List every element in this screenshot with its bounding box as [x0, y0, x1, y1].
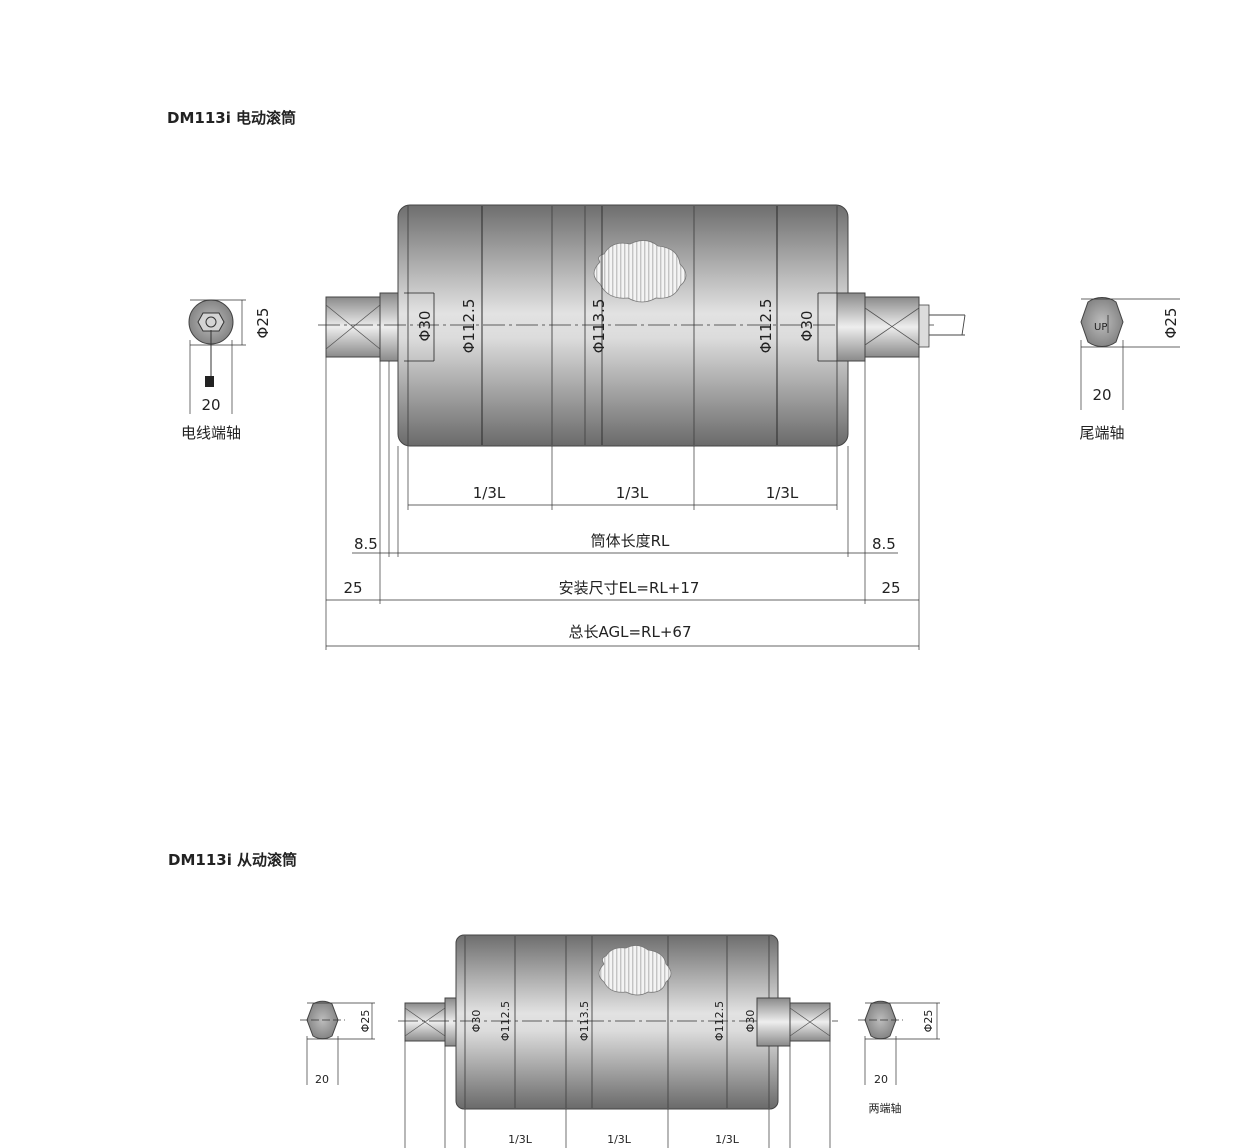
right-shaft-caption: 尾端轴 — [1079, 424, 1124, 442]
right-shaft-width: 20 — [1092, 386, 1111, 404]
third-2: 1/3L — [616, 484, 649, 502]
idler-cutaway — [598, 945, 672, 996]
idler-dia-right-hub: Φ30 — [744, 1010, 757, 1033]
idler-left-end-view: Φ25 20 — [300, 1000, 375, 1086]
agl-label: 总长AGL=RL+67 — [569, 623, 692, 641]
section-title-idler: DM113i 从动滚筒 — [168, 851, 298, 869]
left-shaft-caption: 电线端轴 — [181, 424, 241, 442]
up-mark: UP — [1094, 322, 1107, 333]
left-shaft-width: 20 — [201, 396, 220, 414]
right-shaft — [864, 296, 920, 358]
dia-right-hub: Φ30 — [798, 311, 816, 342]
idler-drum: Φ30 Φ112.5 Φ113.5 Φ112.5 Φ30 1/3L 1/3L 1… — [300, 934, 940, 1148]
third-1: 1/3L — [473, 484, 506, 502]
power-cable — [929, 314, 966, 336]
el-label: 安装尺寸EL=RL+17 — [559, 579, 700, 597]
cable-icon — [205, 376, 214, 387]
idler-right-caption: 两端轴 — [869, 1101, 902, 1115]
idler-dia-left-hub: Φ30 — [470, 1010, 483, 1033]
right-end-view: UP Φ25 20 尾端轴 — [1079, 296, 1180, 442]
section-title-motorized: DM113i 电动滚筒 — [167, 109, 297, 127]
el-right-offset: 25 — [881, 579, 900, 597]
dia-right-tube: Φ112.5 — [757, 299, 775, 354]
idler-third-3: 1/3L — [715, 1133, 740, 1146]
left-shaft-dia: Φ25 — [254, 308, 272, 339]
rl-right-offset: 8.5 — [872, 535, 896, 553]
idler-left-dia: Φ25 — [359, 1010, 372, 1033]
cable-gland — [918, 304, 930, 348]
idler-dia-center: Φ113.5 — [578, 1001, 591, 1041]
idler-right-dia: Φ25 — [922, 1010, 935, 1033]
dia-center: Φ113.5 — [590, 299, 608, 354]
dia-left-hub: Φ30 — [416, 311, 434, 342]
idler-left-width: 20 — [315, 1073, 329, 1086]
third-3: 1/3L — [766, 484, 799, 502]
cutaway-window — [593, 240, 687, 303]
idler-right-width: 20 — [874, 1073, 888, 1086]
right-hub — [836, 292, 866, 362]
rl-label: 筒体长度RL — [591, 532, 670, 550]
idler-dia-left-tube: Φ112.5 — [499, 1001, 512, 1041]
left-end-view: Φ25 20 电线端轴 — [181, 299, 272, 442]
right-shaft-dia: Φ25 — [1162, 308, 1180, 339]
el-left-offset: 25 — [343, 579, 362, 597]
motorized-drum: Φ30 Φ112.5 Φ113.5 Φ112.5 Φ30 — [181, 204, 1180, 650]
idler-third-1: 1/3L — [508, 1133, 533, 1146]
idler-third-2: 1/3L — [607, 1133, 632, 1146]
idler-right-end-view: Φ25 20 两端轴 — [858, 1000, 940, 1115]
dia-left-tube: Φ112.5 — [460, 299, 478, 354]
rl-left-offset: 8.5 — [354, 535, 378, 553]
idler-dia-right-tube: Φ112.5 — [713, 1001, 726, 1041]
